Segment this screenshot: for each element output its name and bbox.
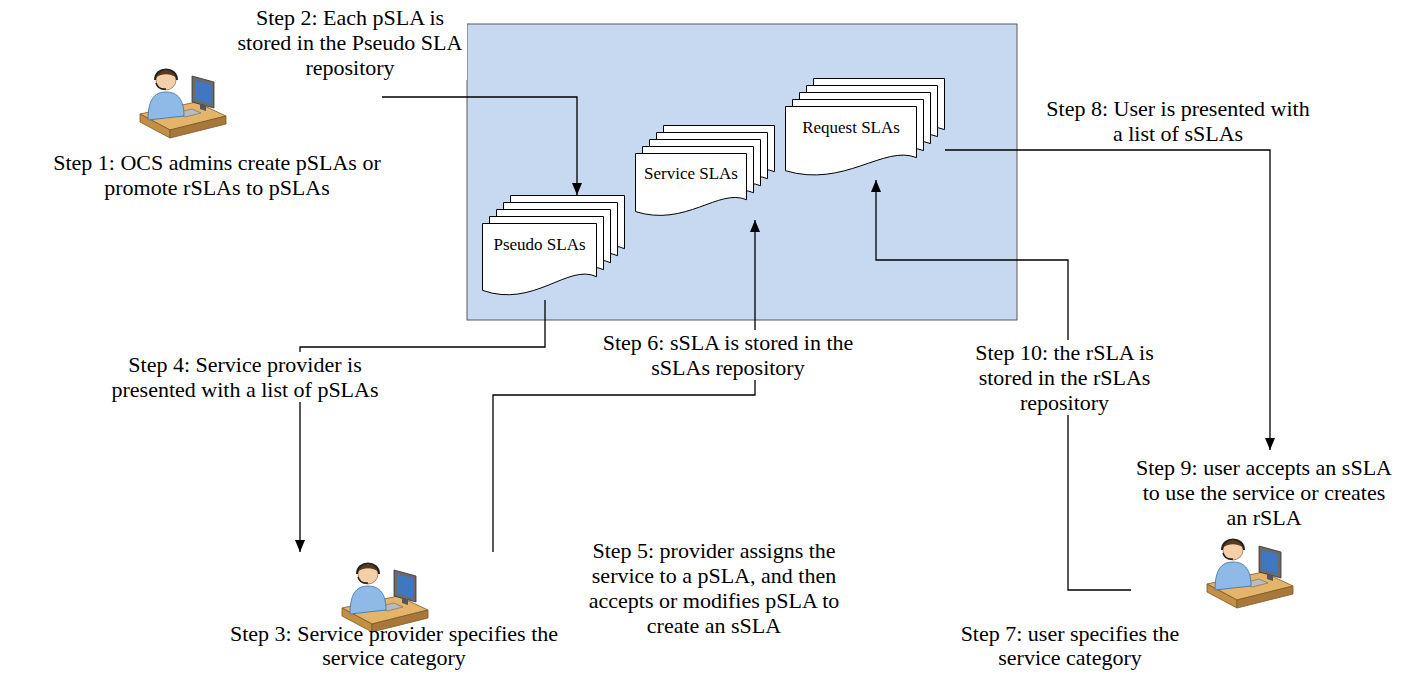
step-label: Step 8: User is presented with a list of… [1043, 96, 1313, 146]
step-note: Step 5: provider assigns the service to … [578, 538, 850, 638]
step-caption: Step 3: Service provider specifies the s… [214, 622, 574, 670]
document-stack: Pseudo SLAs [482, 195, 625, 300]
admin-icon [140, 70, 226, 139]
actor-node: Step 1: OCS admins create pSLAs or promo… [52, 62, 382, 202]
repository-label: Request SLAs [802, 118, 900, 138]
repository-label: Pseudo SLAs [493, 235, 585, 255]
flow-arrow [945, 150, 1270, 450]
document-page [483, 224, 597, 295]
step-label: Step 6: sSLA is stored in the sSLAs repo… [578, 330, 878, 380]
user-icon [1207, 540, 1293, 609]
step-label: Step 10: the rSLA is stored in the rSLAs… [957, 340, 1172, 415]
document-stack: Request SLAs [785, 78, 945, 180]
repository-region [467, 24, 1017, 320]
document-stack: Service SLAs [635, 125, 775, 220]
actor-node: Step 9: user accepts an sSLA to use the … [1131, 450, 1397, 612]
step-caption: Step 9: user accepts an sSLA to use the … [1133, 455, 1395, 530]
step-note: Step 7: user specifies the service categ… [950, 622, 1190, 670]
flow-arrow [300, 300, 545, 552]
document-page [786, 107, 917, 175]
flow-arrow [382, 97, 577, 195]
step-label: Step 4: Service provider is presented wi… [97, 352, 393, 402]
step-label: Step 2: Each pSLA is stored in the Pseud… [233, 5, 467, 80]
repository-label: Service SLAs [644, 164, 738, 184]
actor-node: Step 3: Service provider specifies the s… [214, 552, 574, 672]
document-page [636, 154, 747, 216]
step-caption: Step 1: OCS admins create pSLAs or promo… [52, 150, 382, 200]
